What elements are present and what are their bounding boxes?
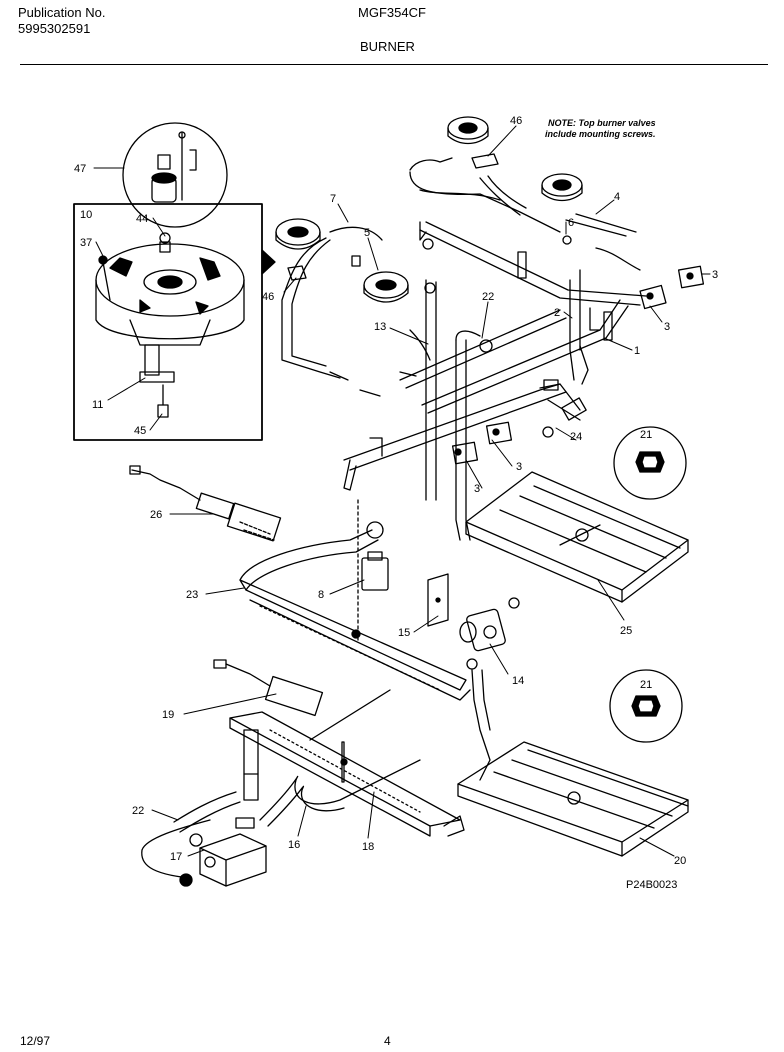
- note-line-1: NOTE: Top burner valves: [548, 118, 656, 128]
- callout-17: 17: [170, 851, 182, 863]
- callout-7: 7: [330, 193, 336, 205]
- callout-22-bottom: 22: [132, 805, 144, 817]
- bake-burner-18: [229, 711, 465, 837]
- callout-3-center: 3: [516, 461, 522, 473]
- model-number: MGF354CF: [358, 5, 426, 20]
- callout-1: 1: [634, 345, 640, 357]
- callout-6: 6: [568, 217, 574, 229]
- detail-47-orifice-holder: [122, 122, 228, 228]
- callout-21-bottom: 21: [640, 679, 652, 691]
- baffle-25: [465, 426, 689, 603]
- note-line-2: include mounting screws.: [545, 129, 656, 139]
- callout-23: 23: [186, 589, 198, 601]
- callout-37: 37: [80, 237, 92, 249]
- callout-2: 2: [554, 307, 560, 319]
- callout-4: 4: [614, 191, 620, 203]
- callout-15: 15: [398, 627, 410, 639]
- top-burners: [275, 116, 583, 303]
- detail-10-burner-base: [73, 203, 276, 441]
- diagram-code: P24B0023: [626, 879, 677, 891]
- callout-3-left: 3: [474, 483, 480, 495]
- publication-number: 5995302591: [18, 21, 91, 36]
- manifold-and-tubing: [281, 157, 705, 541]
- callout-8: 8: [318, 589, 324, 601]
- callout-20: 20: [674, 855, 686, 867]
- footer-page-number: 4: [384, 1034, 391, 1048]
- lower-valve-16-17-22: [141, 689, 421, 887]
- header-rule: [20, 64, 768, 65]
- leader-lines: [93, 125, 711, 857]
- callout-19: 19: [162, 709, 174, 721]
- callout-25: 25: [620, 625, 632, 637]
- callout-21-top: 21: [640, 429, 652, 441]
- section-title: BURNER: [360, 39, 415, 54]
- valve-14-15: [427, 573, 520, 781]
- callout-11: 11: [92, 399, 103, 411]
- callout-13: 13: [374, 321, 386, 333]
- callout-46-left: 46: [262, 291, 274, 303]
- callout-44: 44: [136, 213, 148, 225]
- oven-burner-23: [239, 499, 471, 701]
- callout-47: 47: [74, 163, 86, 175]
- igniter-26: [129, 465, 282, 542]
- footer-date: 12/97: [20, 1034, 51, 1048]
- publication-label: Publication No.: [18, 5, 106, 20]
- baffle-20: [457, 669, 689, 857]
- callout-22-top: 22: [482, 291, 494, 303]
- igniter-19: [213, 659, 324, 717]
- callout-26: 26: [150, 509, 162, 521]
- callout-18: 18: [362, 841, 374, 853]
- callout-46-top: 46: [510, 115, 522, 127]
- callout-3-far-right: 3: [712, 269, 718, 281]
- callout-16: 16: [288, 839, 300, 851]
- callout-5: 5: [364, 227, 370, 239]
- callout-24: 24: [570, 431, 582, 443]
- callout-14: 14: [512, 675, 524, 687]
- callout-45: 45: [134, 425, 146, 437]
- callout-3-right: 3: [664, 321, 670, 333]
- callout-10: 10: [80, 209, 92, 221]
